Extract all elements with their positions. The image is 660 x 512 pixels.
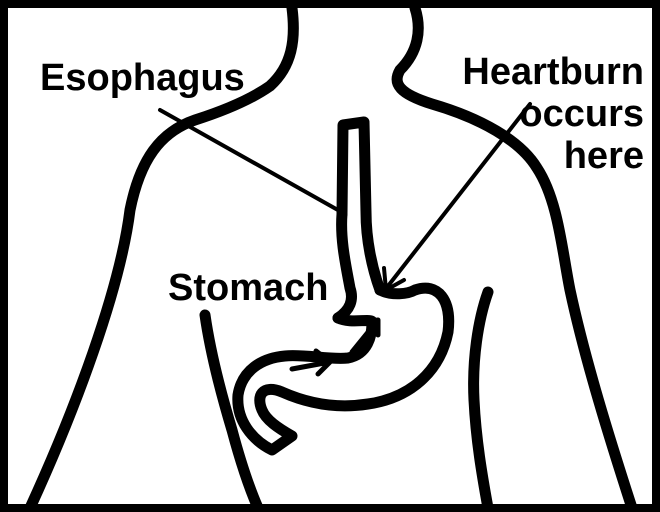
stomach-label: Stomach bbox=[168, 267, 328, 309]
esophagus-label: Esophagus bbox=[40, 57, 245, 99]
heartburn-label-line3: here bbox=[564, 135, 644, 177]
heartburn-label-line1: Heartburn bbox=[462, 51, 644, 93]
heartburn-label-line2: occurs bbox=[519, 93, 644, 135]
